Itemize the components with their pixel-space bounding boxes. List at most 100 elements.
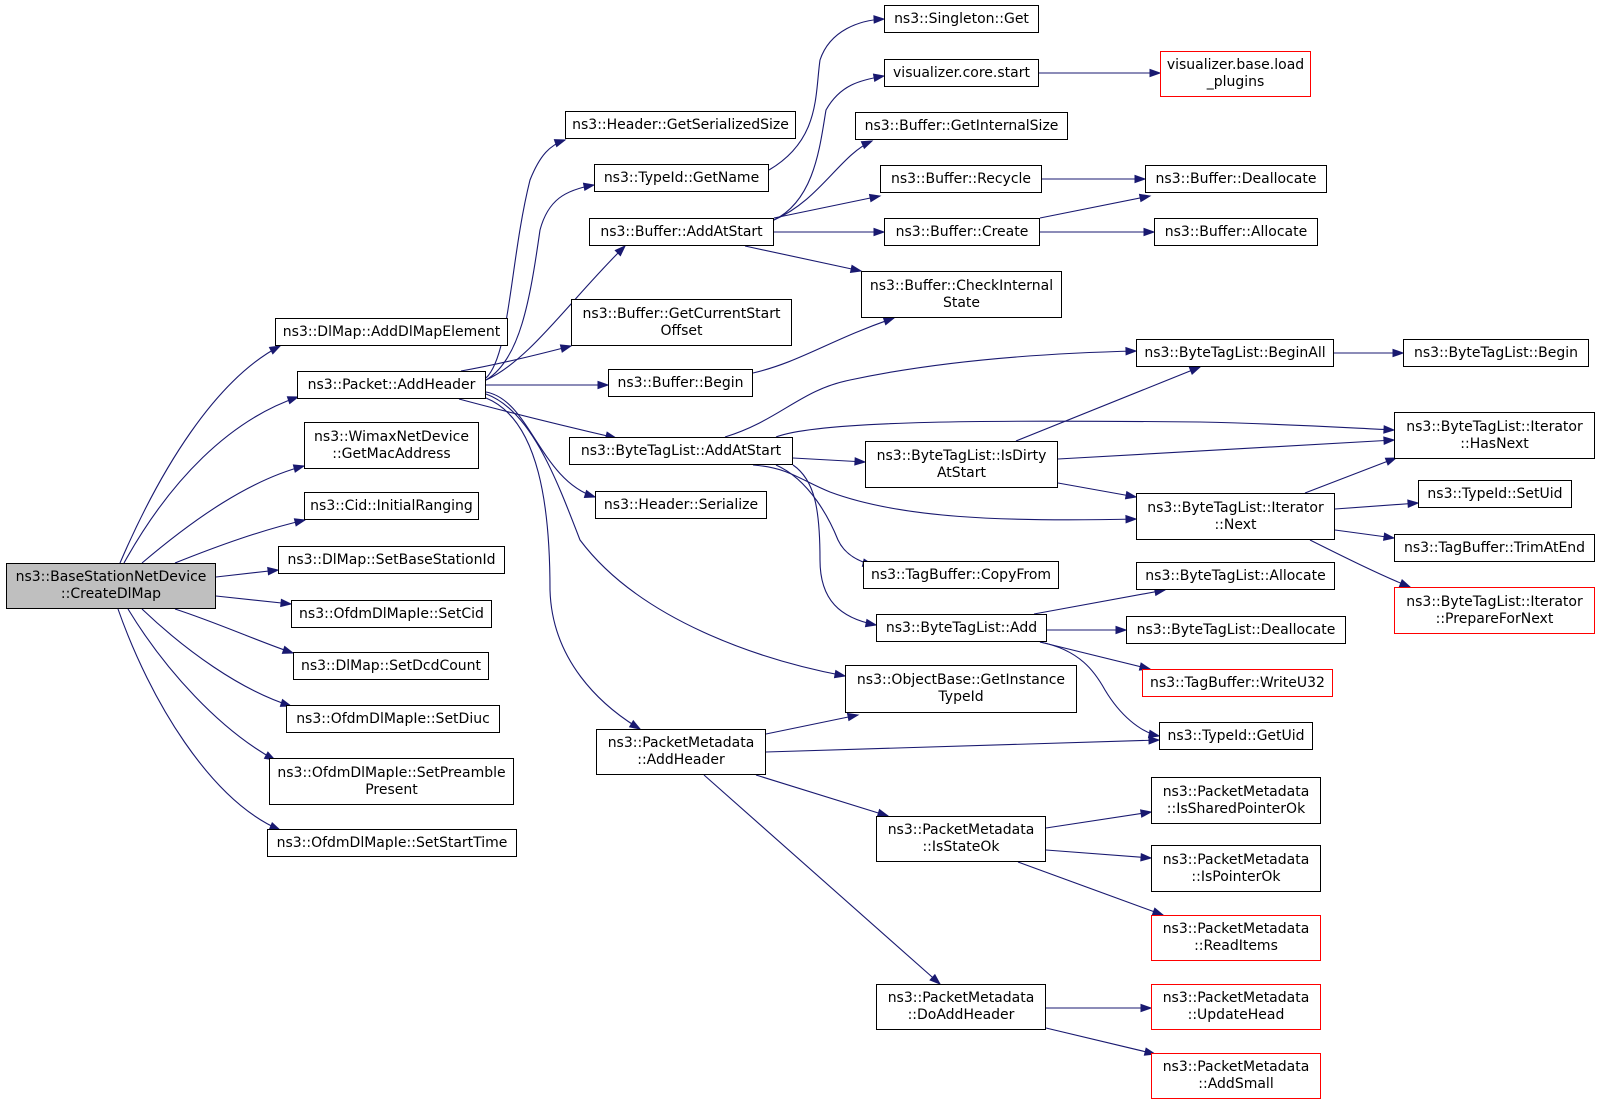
edge-addheader-to-header-serialize-arrowhead	[583, 489, 597, 499]
edge-isstateok-to-issharedptr	[1045, 811, 1152, 829]
edge-btl-addatstart-to-copyfrom	[775, 464, 874, 566]
edge-btl-add-to-allocate	[1033, 589, 1166, 615]
edge-root-to-initialranging	[174, 519, 306, 564]
node-buffer-deallocate[interactable]: ns3::Buffer::Deallocate	[1145, 165, 1327, 193]
edge-addheader-to-buffer-addatstart-arrowhead	[614, 244, 627, 257]
edge-root-to-setdiuc-arrowhead	[279, 698, 293, 707]
node-typeid-getuid[interactable]: ns3::TypeId::GetUid	[1159, 722, 1313, 750]
edge-iterator-next-to-hasnext	[1304, 457, 1397, 494]
node-packetmetadata-isstateok[interactable]: ns3::PacketMetadata ::IsStateOk	[876, 816, 1046, 862]
node-bytetaglist-beginall[interactable]: ns3::ByteTagList::BeginAll	[1136, 339, 1334, 367]
edge-pm-addheader-to-objectbase	[765, 714, 859, 735]
node-buffer-addatstart[interactable]: ns3::Buffer::AddAtStart	[589, 218, 774, 246]
node-ofdmdlmapie-setcid[interactable]: ns3::OfdmDlMapIe::SetCid	[291, 600, 492, 628]
node-buffer-recycle[interactable]: ns3::Buffer::Recycle	[880, 165, 1042, 193]
node-packetmetadata-issharedpointerok[interactable]: ns3::PacketMetadata ::IsSharedPointerOk	[1151, 777, 1321, 824]
node-tagbuffer-trimatend[interactable]: ns3::TagBuffer::TrimAtEnd	[1394, 534, 1595, 562]
node-singleton-get[interactable]: ns3::Singleton::Get	[884, 5, 1039, 33]
node-packetmetadata-updatehead[interactable]: ns3::PacketMetadata ::UpdateHead	[1151, 984, 1321, 1030]
node-buffer-begin[interactable]: ns3::Buffer::Begin	[608, 369, 753, 397]
node-bytetaglist-addatstart[interactable]: ns3::ByteTagList::AddAtStart	[569, 437, 793, 465]
edge-root-to-adddlmapelement-arrowhead	[268, 345, 282, 355]
node-bytetaglist-allocate[interactable]: ns3::ByteTagList::Allocate	[1136, 562, 1335, 590]
node-ofdmdlmapie-setstarttime[interactable]: ns3::OfdmDlMapIe::SetStartTime	[267, 829, 517, 857]
edge-create-to-deallocate-arrowhead	[1138, 193, 1152, 203]
edge-btl-add-to-getuid-arrowhead	[1147, 729, 1161, 739]
node-cid-initialranging[interactable]: ns3::Cid::InitialRanging	[304, 492, 479, 520]
node-bytetaglist-deallocate[interactable]: ns3::ByteTagList::Deallocate	[1126, 616, 1346, 644]
edge-btl-addatstart-to-isdirty	[792, 457, 866, 463]
edge-doaddheader-to-updatehead-arrowhead	[1140, 1003, 1153, 1013]
edge-root-to-getmacaddress-arrowhead	[292, 464, 306, 473]
edge-btl-add-to-writeu32	[1039, 641, 1151, 670]
node-header-serialize[interactable]: ns3::Header::Serialize	[595, 491, 767, 519]
node-packetmetadata-addsmall[interactable]: ns3::PacketMetadata ::AddSmall	[1151, 1053, 1321, 1099]
edge-buffer-addatstart-to-getinternalsize	[773, 140, 873, 221]
node-bytetaglist-add[interactable]: ns3::ByteTagList::Add	[876, 614, 1047, 642]
edge-isdirty-to-beginall-arrowhead	[1188, 366, 1202, 375]
node-buffer-create[interactable]: ns3::Buffer::Create	[884, 218, 1040, 246]
node-packetmetadata-doaddheader[interactable]: ns3::PacketMetadata ::DoAddHeader	[876, 984, 1046, 1030]
edge-btl-addatstart-to-add	[792, 464, 877, 626]
node-visualizer-core-start[interactable]: visualizer.core.start	[884, 59, 1039, 87]
node-bytetaglist-isdirtyatstart[interactable]: ns3::ByteTagList::IsDirty AtStart	[865, 441, 1058, 488]
edge-addheader-to-bytetaglist-addatstart	[458, 398, 617, 439]
node-ofdmdlmapie-setpreamblepresent[interactable]: ns3::OfdmDlMapIe::SetPreamble Present	[269, 758, 514, 805]
edge-iterator-next-to-setuid	[1334, 502, 1419, 510]
edge-isstateok-to-issharedptr-arrowhead	[1139, 809, 1153, 818]
edge-getname-to-singleton-get	[768, 18, 885, 171]
edge-isdirty-to-iterator-next-arrowhead	[1124, 490, 1138, 500]
edge-root-to-setcid	[215, 595, 292, 605]
node-buffer-checkinternalstate[interactable]: ns3::Buffer::CheckInternal State	[861, 271, 1062, 318]
node-typeid-setuid[interactable]: ns3::TypeId::SetUid	[1418, 480, 1572, 508]
node-visualizer-base-loadplugins[interactable]: visualizer.base.load _plugins	[1160, 51, 1311, 97]
edge-buffer-addatstart-to-visualizer-core	[773, 75, 885, 221]
node-bytetaglist-begin[interactable]: ns3::ByteTagList::Begin	[1403, 339, 1589, 367]
edge-isstateok-to-ispointerok-arrowhead	[1140, 852, 1153, 862]
edge-root-to-packet-addheader-arrowhead	[286, 396, 300, 405]
edge-getname-to-singleton-get-arrowhead	[873, 15, 886, 24]
edge-btl-addatstart-to-hasnext	[775, 420, 1395, 438]
edge-buffer-begin-to-checkinternal-arrowhead	[882, 317, 896, 326]
node-tagbuffer-writeu32[interactable]: ns3::TagBuffer::WriteU32	[1142, 669, 1333, 697]
node-bytetaglist-iterator-next[interactable]: ns3::ByteTagList::Iterator ::Next	[1136, 493, 1335, 540]
edge-root-to-getmacaddress	[141, 465, 305, 564]
node-typeid-getname[interactable]: ns3::TypeId::GetName	[594, 164, 769, 192]
edge-isstateok-to-ispointerok	[1045, 849, 1152, 859]
node-objectbase-getinstancetypeid[interactable]: ns3::ObjectBase::GetInstance TypeId	[845, 665, 1077, 713]
node-tagbuffer-copyfrom[interactable]: ns3::TagBuffer::CopyFrom	[863, 561, 1059, 589]
edge-addheader-to-getserializedsize	[485, 139, 566, 379]
node-dlmap-setdcdcount[interactable]: ns3::DlMap::SetDcdCount	[293, 652, 489, 680]
node-bytetaglist-iterator-hasnext[interactable]: ns3::ByteTagList::Iterator ::HasNext	[1394, 412, 1595, 459]
edge-root-to-setcid-arrowhead	[280, 598, 293, 608]
node-buffer-getinternalsize[interactable]: ns3::Buffer::GetInternalSize	[855, 112, 1068, 140]
edge-root-to-setdcdcount-arrowhead	[281, 645, 295, 654]
node-ofdmdlmapie-setdiuc[interactable]: ns3::OfdmDlMapIe::SetDiuc	[286, 705, 500, 733]
node-packetmetadata-ispointerok[interactable]: ns3::PacketMetadata ::IsPointerOk	[1151, 845, 1321, 892]
node-buffer-allocate[interactable]: ns3::Buffer::Allocate	[1154, 218, 1318, 246]
edge-addheader-to-objectbase-getinstance-arrowhead	[833, 669, 847, 679]
edge-buffer-addatstart-to-checkinternal	[744, 245, 862, 272]
edge-pm-addheader-to-getuid	[765, 739, 1160, 753]
node-bytetaglist-iterator-preparefornext[interactable]: ns3::ByteTagList::Iterator ::PrepareForN…	[1394, 587, 1595, 634]
node-buffer-getcurrentstartoffset[interactable]: ns3::Buffer::GetCurrentStart Offset	[571, 299, 792, 346]
edge-pm-addheader-to-getuid-arrowhead	[1148, 736, 1161, 745]
edge-addheader-to-buffer-begin-arrowhead	[597, 380, 610, 390]
edge-iterator-next-to-trimatend-arrowhead	[1383, 532, 1396, 541]
node-wimaxnetdevice-getmacaddress[interactable]: ns3::WimaxNetDevice ::GetMacAddress	[304, 422, 479, 469]
edge-root-to-adddlmapelement	[119, 345, 281, 564]
edge-isdirty-to-iterator-next	[1057, 482, 1137, 498]
node-packetmetadata-readitems[interactable]: ns3::PacketMetadata ::ReadItems	[1151, 915, 1321, 961]
node-packetmetadata-addheader[interactable]: ns3::PacketMetadata ::AddHeader	[596, 729, 766, 775]
node-dlmap-adddlmapelement[interactable]: ns3::DlMap::AddDlMapElement	[275, 318, 508, 346]
edge-iterator-next-to-preparefornext-arrowhead	[1398, 579, 1412, 588]
node-header-getserializedsize[interactable]: ns3::Header::GetSerializedSize	[565, 111, 796, 139]
node-basestation-createdlmap[interactable]: ns3::BaseStationNetDevice ::CreateDlMap	[6, 563, 216, 609]
edge-btl-addatstart-to-iterator-next-arrowhead	[1125, 514, 1138, 524]
edge-buffer-addatstart-to-recycle-arrowhead	[868, 193, 882, 203]
node-packet-addheader[interactable]: ns3::Packet::AddHeader	[297, 371, 486, 399]
edge-btl-addatstart-to-isdirty-arrowhead	[854, 457, 867, 466]
node-dlmap-setbasestationid[interactable]: ns3::DlMap::SetBaseStationId	[278, 546, 505, 574]
